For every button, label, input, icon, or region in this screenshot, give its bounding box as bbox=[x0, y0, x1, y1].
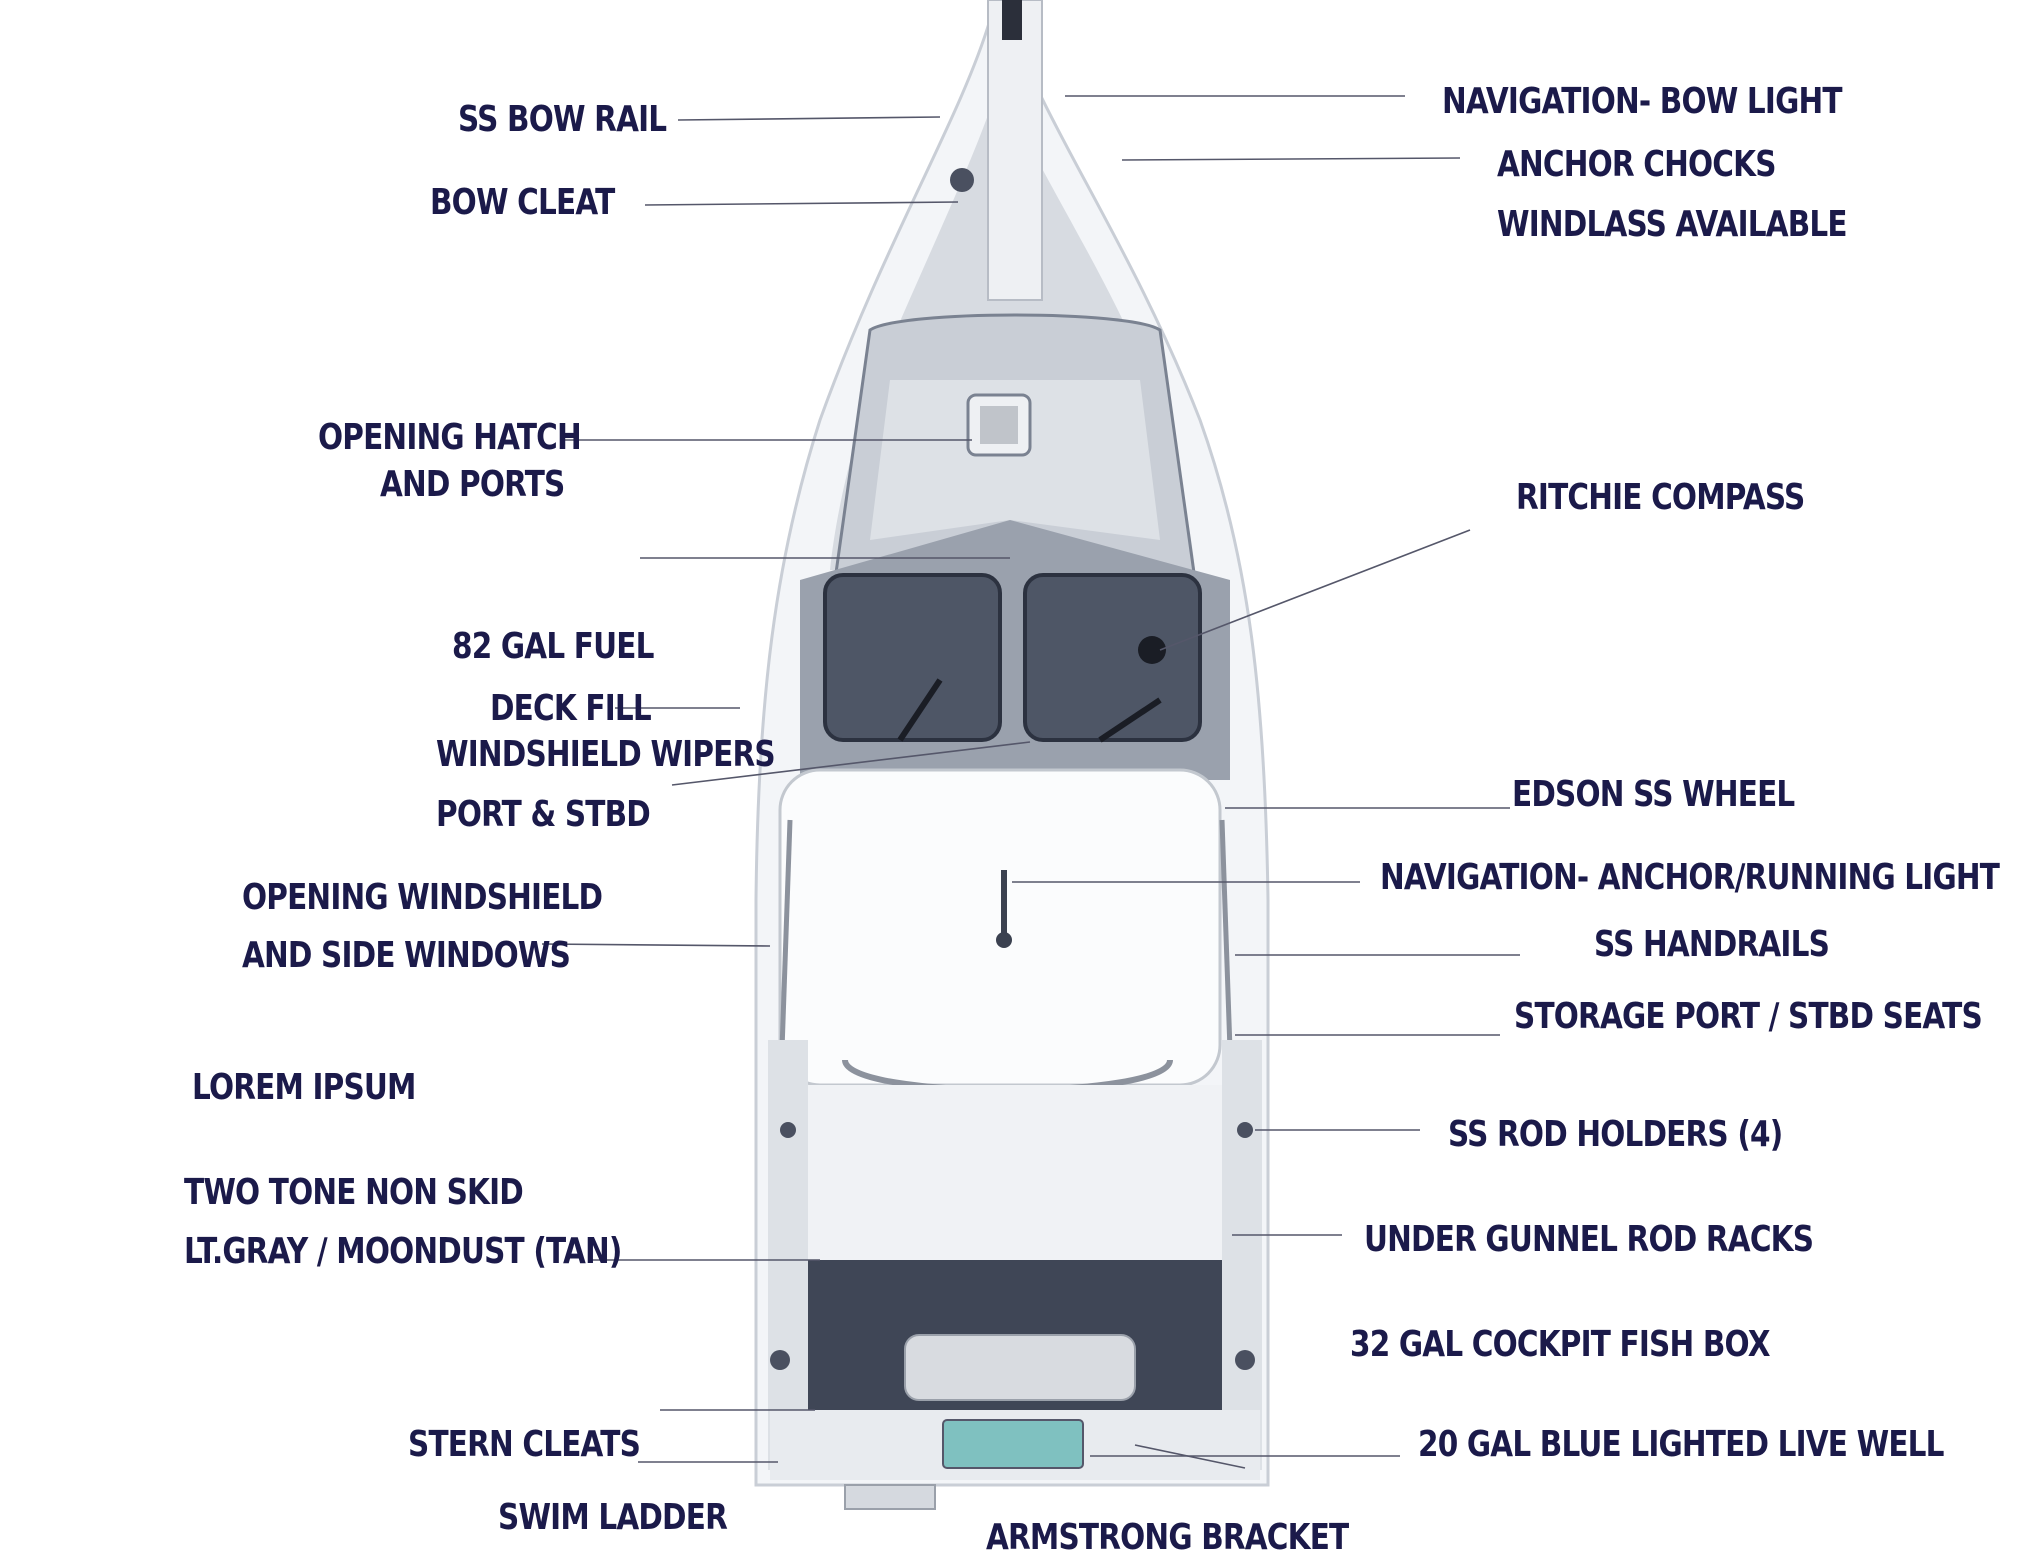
label-windshield-1: OPENING WINDSHIELD bbox=[242, 877, 603, 918]
label-armstrong: ARMSTRONG BRACKET bbox=[986, 1517, 1349, 1558]
fish-box bbox=[904, 1334, 1136, 1401]
label-opening-hatch-2: AND PORTS bbox=[380, 464, 565, 505]
label-bow-cleat: BOW CLEAT bbox=[430, 182, 615, 223]
port-rod-holder-icon bbox=[780, 1122, 796, 1138]
windshield-port-pane bbox=[823, 573, 1002, 742]
leader-compass bbox=[1159, 529, 1471, 651]
label-bow-light: NAVIGATION- BOW LIGHT bbox=[1442, 81, 1843, 122]
label-wipers-2: PORT & STBD bbox=[436, 794, 651, 835]
label-rod-holders: SS ROD HOLDERS (4) bbox=[1448, 1114, 1783, 1155]
wiper-stbd-icon bbox=[1098, 697, 1162, 743]
hardtop bbox=[778, 768, 1222, 1087]
swim-ladder bbox=[844, 1484, 936, 1510]
leader-windshield bbox=[541, 943, 771, 947]
stern-cleat-stbd-icon bbox=[1235, 1350, 1255, 1370]
live-well bbox=[942, 1419, 1084, 1469]
label-live-well: 20 GAL BLUE LIGHTED LIVE WELL bbox=[1418, 1424, 1944, 1465]
leader-bow-cleat bbox=[644, 201, 959, 206]
anchor-light-base bbox=[996, 932, 1012, 948]
label-windlass: WINDLASS AVAILABLE bbox=[1497, 204, 1848, 245]
label-nonskid-2: LT.GRAY / MOONDUST (TAN) bbox=[184, 1231, 622, 1272]
cabin-roof bbox=[870, 380, 1160, 540]
bow-pulpit bbox=[987, 0, 1043, 301]
label-fish-box: 32 GAL COCKPIT FISH BOX bbox=[1350, 1324, 1771, 1365]
label-wheel: EDSON SS WHEEL bbox=[1512, 774, 1795, 815]
stbd-gunnel bbox=[1222, 1040, 1262, 1470]
label-opening-hatch-1: OPENING HATCH bbox=[318, 417, 582, 458]
bow-roller bbox=[1002, 0, 1022, 40]
leader-anchor-chocks bbox=[1121, 157, 1461, 161]
bow-cleat-icon bbox=[950, 168, 974, 192]
port-gunnel bbox=[768, 1040, 808, 1470]
label-fuel-1: 82 GAL FUEL bbox=[452, 626, 654, 667]
stern-cleat-port-icon bbox=[770, 1350, 790, 1370]
hatch-glass bbox=[980, 406, 1018, 444]
wiper-port-icon bbox=[897, 678, 943, 742]
leader-bow-rail bbox=[677, 116, 941, 121]
label-anchor-chocks: ANCHOR CHOCKS bbox=[1497, 144, 1776, 185]
stbd-rod-holder-icon bbox=[1237, 1122, 1253, 1138]
windshield-stbd-pane bbox=[1023, 573, 1202, 742]
label-storage-seats: STORAGE PORT / STBD SEATS bbox=[1514, 996, 1983, 1037]
label-bow-rail: SS BOW RAIL bbox=[458, 99, 667, 140]
label-stern-cleats: STERN CLEATS bbox=[408, 1424, 641, 1465]
leader-wipers bbox=[671, 741, 1031, 786]
label-handrails: SS HANDRAILS bbox=[1594, 924, 1830, 965]
label-swim-ladder: SWIM LADDER bbox=[498, 1497, 728, 1538]
label-windshield-2: AND SIDE WINDOWS bbox=[242, 935, 571, 976]
handrail-port bbox=[779, 819, 793, 1051]
label-nonskid-1: TWO TONE NON SKID bbox=[184, 1172, 524, 1213]
compass-icon bbox=[1138, 636, 1166, 664]
label-fuel-2: DECK FILL bbox=[490, 688, 652, 729]
label-anchor-light: NAVIGATION- ANCHOR/RUNNING LIGHT bbox=[1380, 857, 2000, 898]
label-compass: RITCHIE COMPASS bbox=[1516, 477, 1805, 518]
cockpit-deck bbox=[808, 1085, 1222, 1260]
label-lorem: LOREM IPSUM bbox=[192, 1067, 416, 1108]
label-wipers-1: WINDSHIELD WIPERS bbox=[436, 734, 776, 775]
handrail-stbd bbox=[1219, 819, 1233, 1051]
label-rod-racks: UNDER GUNNEL ROD RACKS bbox=[1364, 1219, 1814, 1260]
leader-armstrong bbox=[1134, 1444, 1246, 1469]
